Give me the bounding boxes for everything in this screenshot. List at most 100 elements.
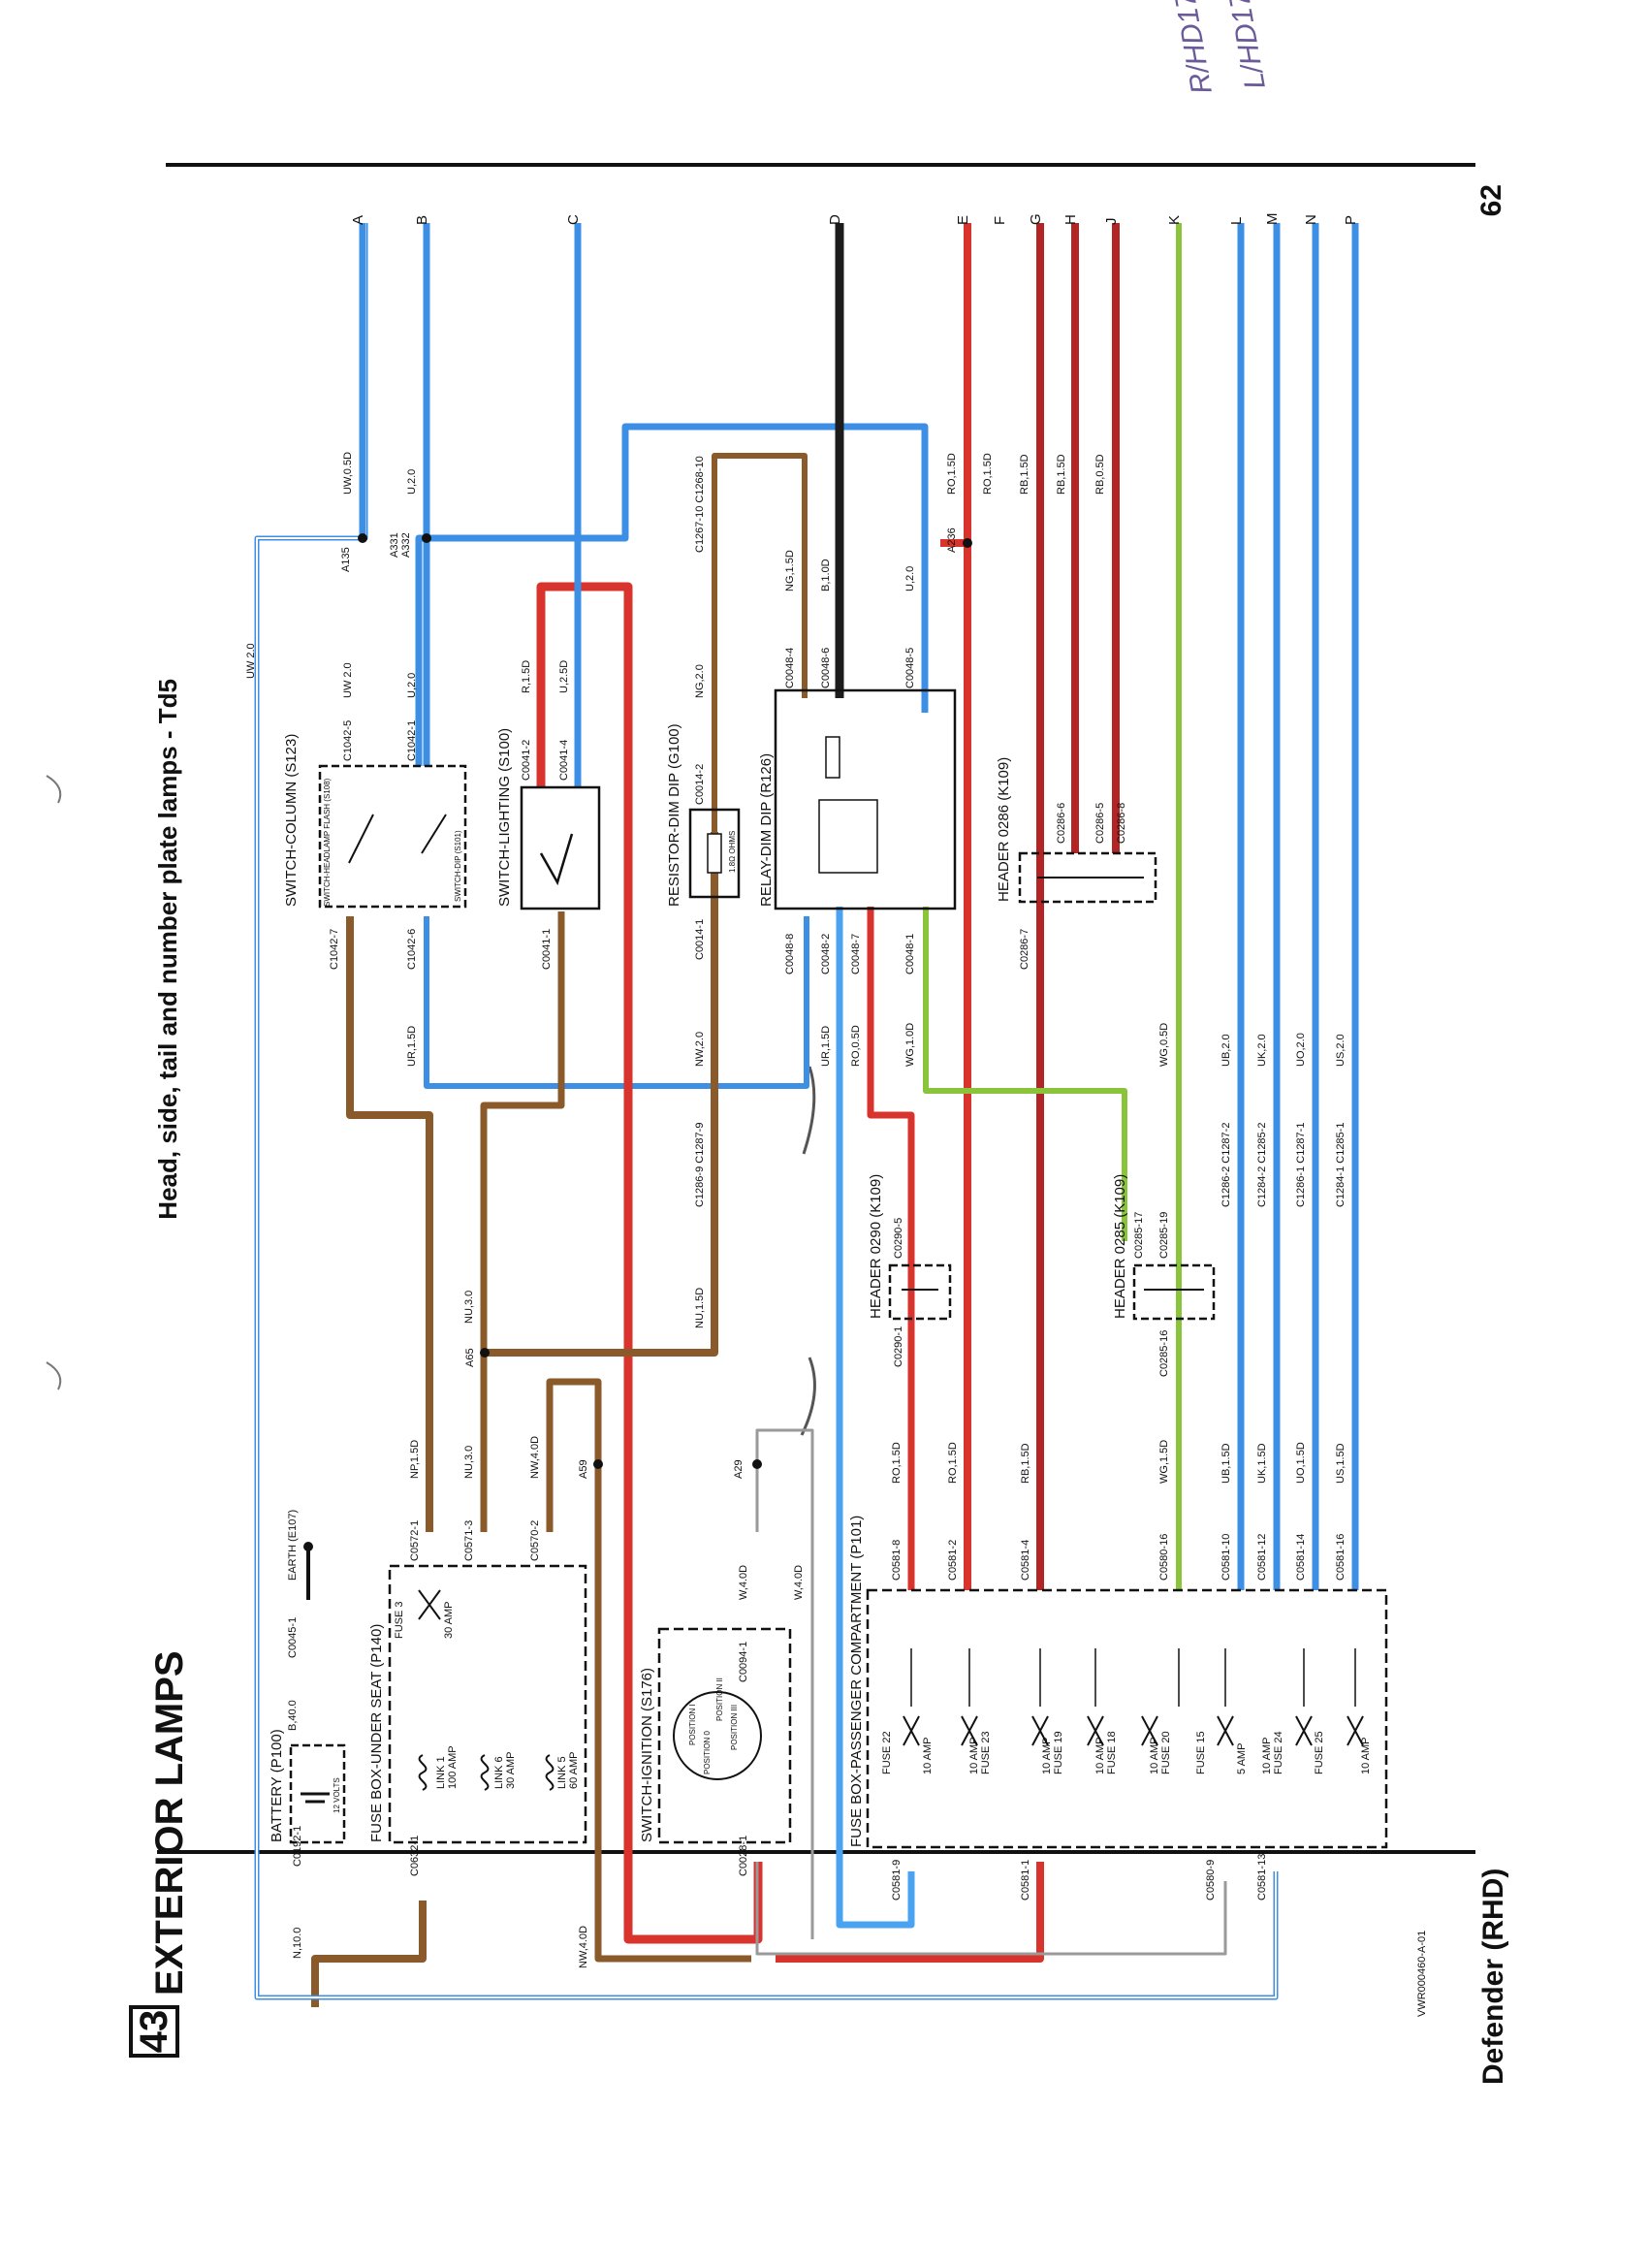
svg-text:WG,0.5D: WG,0.5D (1158, 1023, 1170, 1067)
splice-a29: A29 (733, 1459, 745, 1479)
svg-text:N,10.0: N,10.0 (292, 1928, 303, 1959)
passenger-fuse-20: FUSE 20 10 AMP (1141, 1715, 1172, 1774)
fuse-box-under-seat-label: FUSE BOX-UNDER SEAT (P140) (368, 1624, 385, 1842)
svg-text:B,40.0: B,40.0 (287, 1700, 299, 1731)
svg-text:NU,1.5D: NU,1.5D (694, 1288, 706, 1328)
wire-labels: UW,0.5D UW 2.0 UW 2.0 U,2.0 U,2.0 R,1.5D… (245, 452, 1347, 1968)
svg-text:C0286-5: C0286-5 (1094, 803, 1106, 844)
svg-text:C0581-1: C0581-1 (1020, 1860, 1031, 1901)
svg-text:U,2.0: U,2.0 (406, 673, 418, 698)
svg-text:C1042-6: C1042-6 (406, 929, 418, 970)
svg-text:NW,2.0: NW,2.0 (694, 1032, 706, 1067)
svg-text:FUSE 23: FUSE 23 (980, 1731, 992, 1774)
page-number: 62 (1475, 184, 1507, 216)
header-0290-label: HEADER 0290 (K109) (868, 1174, 884, 1319)
switch-lighting-box (520, 785, 601, 910)
svg-text:10 AMP: 10 AMP (1261, 1737, 1273, 1774)
svg-text:10 AMP: 10 AMP (922, 1737, 934, 1774)
wires (254, 223, 1359, 2007)
splice-a135: A135 (340, 547, 352, 572)
edge-connector-d: D (827, 214, 843, 225)
svg-text:UW 2.0: UW 2.0 (245, 643, 257, 679)
svg-text:UR,1.5D: UR,1.5D (406, 1026, 418, 1067)
handwritten-tick-2 (800, 1357, 816, 1436)
svg-text:C0571-3: C0571-3 (463, 1520, 475, 1561)
svg-text:RO,1.5D: RO,1.5D (947, 1442, 959, 1484)
footer-model: Defender (RHD) (1477, 1869, 1509, 2085)
svg-text:60 AMP: 60 AMP (568, 1751, 580, 1789)
edge-connector-e: E (955, 215, 971, 225)
passenger-fuse-22: FUSE 22 10 AMP (881, 1715, 934, 1774)
splice-a236: A236 (946, 527, 958, 553)
svg-text:C0581-4: C0581-4 (1020, 1540, 1031, 1581)
svg-text:C0632-1: C0632-1 (409, 1836, 421, 1876)
svg-text:RB,1.5D: RB,1.5D (1020, 1443, 1031, 1484)
svg-text:C0580-16: C0580-16 (1158, 1534, 1170, 1581)
resistor-value: 1.8Ω OHMS (728, 831, 737, 873)
resistor-symbol (707, 833, 722, 874)
svg-text:UK,1.5D: UK,1.5D (1256, 1443, 1268, 1484)
svg-text:NU,3.0: NU,3.0 (463, 1291, 475, 1324)
svg-text:W,4.0D: W,4.0D (793, 1565, 805, 1600)
passenger-fuse-15: FUSE 15 5 AMP (1195, 1715, 1248, 1774)
svg-text:10 AMP: 10 AMP (1094, 1737, 1106, 1774)
svg-text:C0572-1: C0572-1 (409, 1520, 421, 1561)
components: SWITCH-COLUMN (S123) SWITCH-HEADLAMP FLA… (269, 688, 1388, 1849)
passenger-fuse-24: FUSE 24 10 AMP (1261, 1715, 1313, 1774)
svg-text:B,1.0D: B,1.0D (820, 559, 832, 591)
edge-connector-a: A (350, 215, 366, 225)
svg-text:C0094-1: C0094-1 (738, 1642, 749, 1682)
switch-column-label: SWITCH-COLUMN (S123) (283, 734, 300, 907)
svg-text:RB,0.5D: RB,0.5D (1094, 454, 1106, 495)
svg-text:C0290-5: C0290-5 (893, 1218, 904, 1259)
relay-dim-dip-label: RELAY-DIM DIP (R126) (758, 753, 775, 907)
svg-text:LINK 1: LINK 1 (435, 1756, 447, 1789)
svg-text:C0581-13: C0581-13 (1256, 1854, 1268, 1901)
relay-dim-dip-box (774, 688, 957, 910)
svg-text:NW,4.0D: NW,4.0D (578, 1926, 589, 1968)
svg-text:C1284-2 C1285-2: C1284-2 C1285-2 (1256, 1123, 1268, 1207)
handwritten-tick-1 (802, 1066, 816, 1155)
svg-text:UB,2.0: UB,2.0 (1220, 1034, 1232, 1067)
passenger-fuse-18: FUSE 18 10 AMP (1087, 1715, 1118, 1774)
svg-text:FUSE 18: FUSE 18 (1106, 1731, 1118, 1774)
svg-text:C0041-4: C0041-4 (558, 740, 570, 781)
splice-a59: A59 (578, 1459, 589, 1479)
svg-text:UK,2.0: UK,2.0 (1256, 1034, 1268, 1067)
punch-hole-mark-2 (46, 1361, 62, 1390)
diagram-title: Head, side, tail and number plate lamps … (153, 679, 182, 1220)
earth-label: EARTH (E107) (287, 1510, 299, 1581)
svg-text:UO,2.0: UO,2.0 (1295, 1033, 1307, 1067)
handwritten-note-2: L/HD17 (1223, 0, 1272, 92)
svg-text:C0048-5: C0048-5 (904, 648, 916, 688)
edge-connector-m: M (1264, 213, 1281, 226)
svg-text:FUSE 3: FUSE 3 (394, 1601, 405, 1639)
punch-hole-mark-1 (46, 775, 62, 804)
edge-connector-j: J (1103, 218, 1120, 226)
switch-column-box (318, 764, 467, 909)
svg-text:US,2.0: US,2.0 (1335, 1034, 1347, 1067)
svg-text:C0581-9: C0581-9 (891, 1860, 903, 1901)
svg-text:WG,1.5D: WG,1.5D (1158, 1440, 1170, 1484)
svg-text:C0581-2: C0581-2 (947, 1540, 959, 1581)
svg-text:C0041-1: C0041-1 (541, 929, 553, 970)
svg-text:C0048-7: C0048-7 (850, 934, 862, 974)
svg-text:C0014-1: C0014-1 (694, 919, 706, 960)
section-number: 43 (133, 2010, 175, 2054)
svg-text:FUSE 25: FUSE 25 (1314, 1731, 1325, 1774)
passenger-fuse-internal-wiring (910, 1648, 1356, 1707)
svg-text:NW,4.0D: NW,4.0D (529, 1436, 541, 1479)
svg-text:C0285-19: C0285-19 (1158, 1212, 1170, 1259)
svg-text:LINK 6: LINK 6 (493, 1756, 505, 1789)
svg-text:C0581-12: C0581-12 (1256, 1534, 1268, 1581)
svg-text:NG,2.0: NG,2.0 (694, 664, 706, 698)
header-0286-label: HEADER 0286 (K109) (996, 757, 1012, 902)
svg-text:C1042-5: C1042-5 (342, 720, 354, 761)
flash-switch-contact (348, 814, 374, 864)
svg-text:RO,1.5D: RO,1.5D (946, 453, 958, 495)
svg-text:FUSE 20: FUSE 20 (1160, 1731, 1172, 1774)
svg-text:100 AMP: 100 AMP (447, 1745, 459, 1789)
svg-text:R,1.5D: R,1.5D (521, 660, 532, 693)
splices: A135 A331 A332 A236 A65 A59 A29 (340, 527, 972, 1479)
svg-text:C0581-14: C0581-14 (1295, 1534, 1307, 1581)
